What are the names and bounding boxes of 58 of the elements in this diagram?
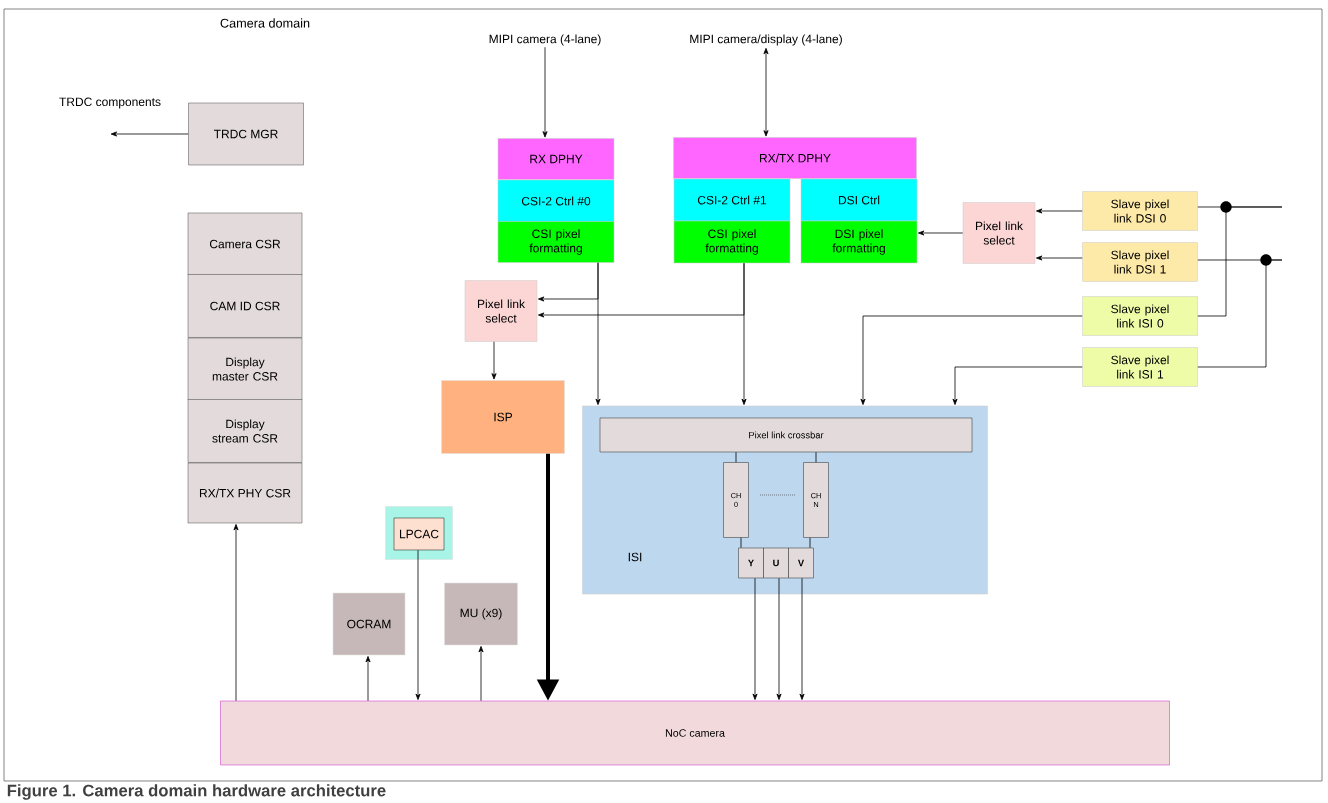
- formatting-box: CSI pixel formatting: [497, 221, 615, 263]
- arrow: [752, 577, 758, 700]
- arrow: [595, 262, 601, 405]
- controller-box: CSI-2 Ctrl #0: [497, 179, 615, 223]
- arrow: [1036, 208, 1083, 214]
- arrow: [233, 524, 239, 702]
- register-box: RX/TX PHY CSR: [187, 462, 303, 524]
- port-label: MIPI camera (4-lane): [489, 34, 601, 46]
- connector-line: [735, 451, 737, 463]
- crossbar-box: Pixel link crossbar: [599, 417, 973, 453]
- controller-box: DSI Ctrl: [800, 178, 918, 222]
- link-box: Slave pixel link DSI 1: [1082, 242, 1198, 282]
- link-box: Slave pixel link ISI 1: [1082, 347, 1198, 387]
- connector-line: [815, 451, 817, 463]
- link-box: Slave pixel link ISI 0: [1082, 296, 1198, 336]
- arrow: [415, 549, 421, 700]
- plane-box: U: [763, 547, 789, 579]
- connector-line: [740, 537, 742, 549]
- port-label: MIPI camera/display (4-lane): [690, 34, 842, 46]
- phy-box: RX DPHY: [497, 138, 615, 180]
- unit-box: MU (x9): [444, 582, 518, 646]
- bus-box: NoC camera: [220, 700, 1170, 766]
- arrow: [542, 46, 548, 138]
- processor-box: ISP: [441, 380, 565, 454]
- signal-line: [1197, 254, 1283, 368]
- arrow: [478, 646, 484, 702]
- register-box: Display master CSR: [187, 337, 303, 401]
- cache-box: LPCAC: [393, 517, 445, 551]
- selector-box: Pixel link select: [464, 280, 538, 342]
- arrow: [491, 341, 497, 380]
- signal-line: [1197, 201, 1283, 317]
- memory-box: OCRAM: [332, 592, 406, 656]
- arrow: [860, 315, 1083, 405]
- plane-box: V: [788, 547, 814, 579]
- connector-line: [809, 537, 811, 549]
- arrow: [1036, 255, 1083, 261]
- caption: Figure 1. Camera domain hardware architecture: [7, 784, 386, 800]
- output-label: TRDC components: [59, 97, 161, 109]
- register-box: CAM ID CSR: [187, 274, 303, 338]
- arrow: [918, 230, 964, 236]
- register-box: Display stream CSR: [187, 399, 303, 463]
- arrow: [776, 577, 782, 700]
- arrow: [799, 577, 805, 700]
- phy-box: RX/TX DPHY: [673, 137, 917, 179]
- arrow: [763, 47, 769, 137]
- selector-box: Pixel link select: [962, 202, 1036, 264]
- arrow: [110, 131, 189, 137]
- heading: Camera domain: [220, 18, 310, 28]
- formatting-box: DSI pixel formatting: [800, 220, 918, 264]
- arrow: [365, 656, 371, 702]
- formatting-box: CSI pixel formatting: [673, 220, 791, 264]
- arrow: [952, 366, 1083, 405]
- block-box: TRDC MGR: [188, 102, 304, 166]
- register-box: Camera CSR: [187, 212, 303, 276]
- arrow: [741, 262, 747, 405]
- controller-box: CSI-2 Ctrl #1: [673, 178, 791, 222]
- link-box: Slave pixel link DSI 0: [1082, 191, 1198, 231]
- plane-box: Y: [738, 547, 764, 579]
